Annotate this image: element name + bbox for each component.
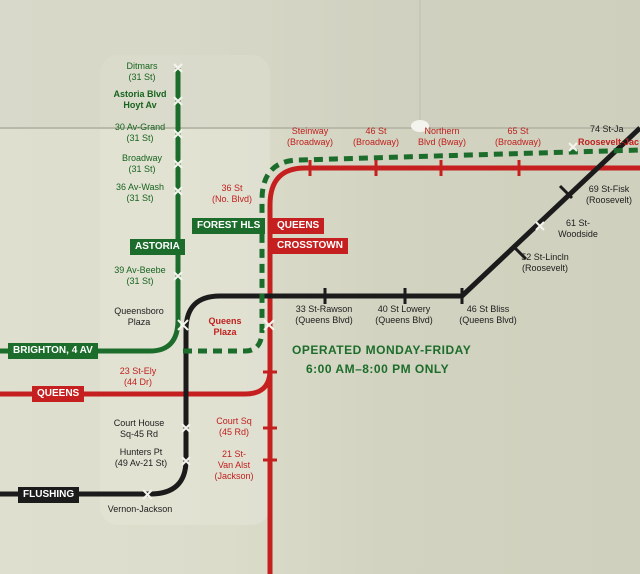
brighton-banner: BRIGHTON, 4 AV	[8, 343, 98, 359]
astoria-banner: ASTORIA	[130, 239, 185, 255]
station-65-st: 65 St(Broadway)	[494, 126, 541, 147]
green-line-dashed	[183, 147, 640, 354]
station-40-st-lowery: 40 St Lowery(Queens Blvd)	[375, 304, 433, 325]
station-broadway: Broadway(31 St)	[121, 153, 163, 174]
station-61-st-woodside: 61 St-Woodside	[558, 218, 598, 239]
red-line-crosstown	[267, 165, 640, 574]
station-vernon-jackson: Vernon-Jackson	[107, 504, 173, 514]
station-52-st-lincoln: 52 St-Lincln(Roosevelt)	[521, 252, 569, 273]
map-panel-left	[100, 55, 270, 525]
station-steinway: Steinway(Broadway)	[286, 126, 333, 147]
map-panel-top	[0, 0, 640, 128]
flushing-banner: FLUSHING	[18, 487, 80, 503]
station-roosevelt: Roosevelt-Jac	[578, 137, 640, 147]
station-23-st-ely: 23 St-Ely(44 Dr)	[119, 366, 157, 387]
station-marks-transfer	[142, 142, 578, 500]
station-ticks-red	[263, 160, 521, 462]
queens-banner: QUEENS	[32, 386, 85, 402]
station-court-sq: Court Sq(45 Rd)	[216, 416, 252, 437]
station-46-st-broadway: 46 St(Broadway)	[352, 126, 399, 147]
station-69-st-fisk: 69 St-Fisk(Roosevelt)	[585, 184, 632, 205]
station-hunters-pt: Hunters Pt(49 Av-21 St)	[114, 447, 168, 468]
station-30-av: 30 Av-Grand(31 St)	[114, 122, 166, 143]
station-33-st-rawson: 33 St-Rawson(Queens Blvd)	[295, 304, 353, 325]
station-36-av: 36 Av-Wash(31 St)	[115, 182, 165, 203]
station-ditmars: Ditmars(31 St)	[126, 61, 158, 82]
black-line-flushing	[0, 126, 640, 497]
station-74-st: 74 St-Ja	[590, 124, 624, 134]
paper-hole	[411, 120, 429, 132]
station-van-alst: 21 St-Van Alst(Jackson)	[214, 449, 254, 481]
forest-hills-banner: FOREST HLS	[192, 218, 266, 234]
queens-crosstown-banner-1: QUEENS	[272, 218, 325, 234]
queens-crosstown-banner-2: CROSSTOWN	[272, 238, 348, 254]
station-marks-green	[173, 63, 183, 281]
station-46-st-bliss: 46 St Bliss(Queens Blvd)	[459, 304, 517, 325]
station-36-st-no-blvd: 36 St(No. Blvd)	[211, 183, 252, 204]
operating-note-line1: OPERATED MONDAY-FRIDAY	[292, 343, 472, 357]
operating-note-line2: 6:00 AM–8:00 PM ONLY	[306, 362, 450, 376]
station-39-av: 39 Av-Beebe(31 St)	[114, 265, 166, 286]
station-ticks-black	[323, 184, 574, 304]
red-line-queens-branch	[0, 369, 273, 397]
